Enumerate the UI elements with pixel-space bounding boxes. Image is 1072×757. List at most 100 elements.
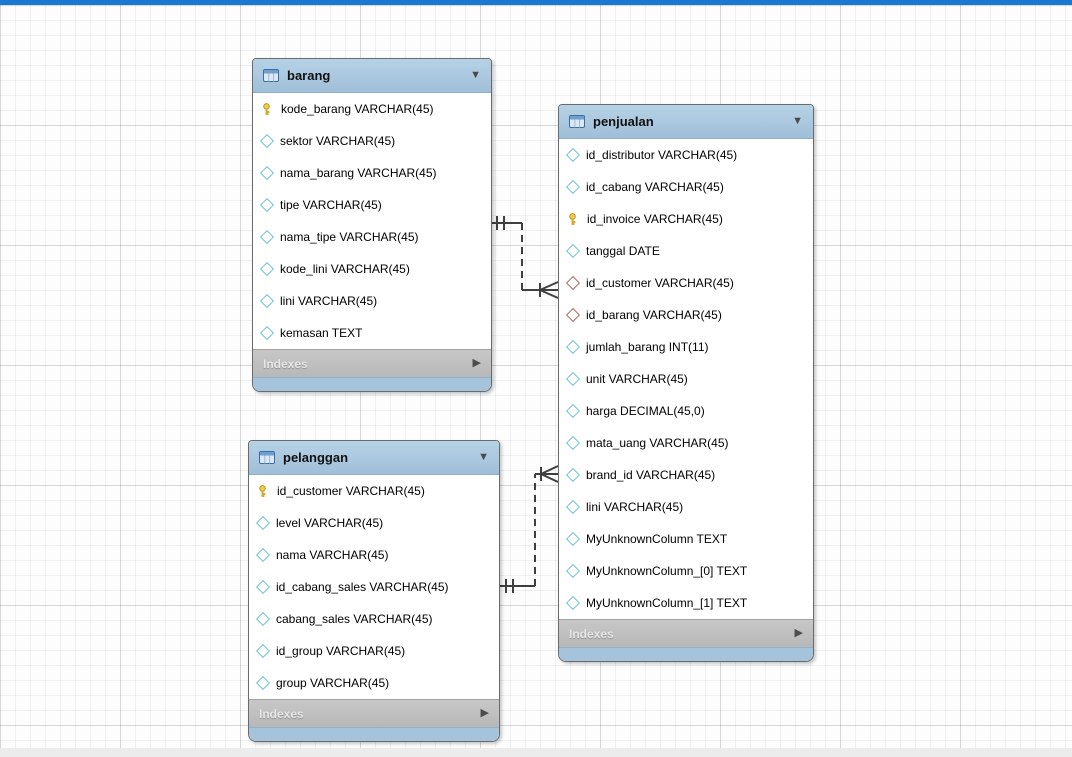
column-row-lini[interactable]: lini VARCHAR(45) — [253, 285, 491, 317]
table-header[interactable]: barang ▼ — [253, 59, 491, 93]
indexes-label: Indexes — [569, 626, 614, 641]
column-row-mata_uang[interactable]: mata_uang VARCHAR(45) — [559, 427, 813, 459]
indexes-row[interactable]: Indexes ▶ — [253, 349, 491, 377]
column-row-group[interactable]: group VARCHAR(45) — [249, 667, 499, 699]
column-row-MyUnknownColumn[interactable]: MyUnknownColumn TEXT — [559, 523, 813, 555]
column-row-MyUnknownColumn_[0][interactable]: MyUnknownColumn_[0] TEXT — [559, 555, 813, 587]
table-barang[interactable]: barang ▼ kode_barang VARCHAR(45) sektor V… — [252, 58, 492, 392]
column-label: tipe VARCHAR(45) — [280, 198, 382, 212]
column-icon — [565, 371, 581, 387]
crow-foot-icon — [539, 281, 559, 299]
column-list: kode_barang VARCHAR(45) sektor VARCHAR(45… — [253, 93, 491, 349]
column-label: nama_tipe VARCHAR(45) — [280, 230, 419, 244]
column-label: kode_barang VARCHAR(45) — [281, 102, 434, 116]
indexes-row[interactable]: Indexes ▶ — [249, 699, 499, 727]
table-icon — [263, 69, 279, 82]
column-list: id_customer VARCHAR(45) level VARCHAR(45)… — [249, 475, 499, 699]
column-label: id_distributor VARCHAR(45) — [586, 148, 738, 162]
expand-arrow-icon[interactable]: ▶ — [794, 627, 803, 639]
column-row-kemasan[interactable]: kemasan TEXT — [253, 317, 491, 349]
column-label: lini VARCHAR(45) — [586, 500, 684, 514]
primary-key-icon — [257, 484, 269, 498]
column-label: tanggal DATE — [586, 244, 660, 258]
relationship-pelanggan-penjualan[interactable] — [498, 465, 559, 593]
column-icon — [259, 261, 275, 277]
column-label: MyUnknownColumn_[1] TEXT — [586, 596, 748, 610]
column-icon — [255, 675, 271, 691]
column-row-kode_lini[interactable]: kode_lini VARCHAR(45) — [253, 253, 491, 285]
column-icon — [259, 133, 275, 149]
column-row-MyUnknownColumn_[1][interactable]: MyUnknownColumn_[1] TEXT — [559, 587, 813, 619]
column-icon — [565, 179, 581, 195]
column-icon — [565, 339, 581, 355]
column-row-kode_barang[interactable]: kode_barang VARCHAR(45) — [253, 93, 491, 125]
column-icon — [255, 515, 271, 531]
crow-foot-icon — [540, 465, 559, 483]
column-row-id_cabang_sales[interactable]: id_cabang_sales VARCHAR(45) — [249, 571, 499, 603]
column-label: id_cabang VARCHAR(45) — [586, 180, 724, 194]
relationship-barang-penjualan[interactable] — [490, 216, 559, 299]
column-label: mata_uang VARCHAR(45) — [586, 436, 729, 450]
column-row-brand_id[interactable]: brand_id VARCHAR(45) — [559, 459, 813, 491]
column-row-harga[interactable]: harga DECIMAL(45,0) — [559, 395, 813, 427]
column-row-id_customer[interactable]: id_customer VARCHAR(45) — [249, 475, 499, 507]
table-title: barang — [287, 68, 331, 83]
column-label: id_invoice VARCHAR(45) — [587, 212, 723, 226]
chevron-down-icon[interactable]: ▼ — [470, 69, 481, 81]
foreign-key-icon — [565, 275, 581, 291]
chevron-down-icon[interactable]: ▼ — [792, 115, 803, 127]
column-row-id_invoice[interactable]: id_invoice VARCHAR(45) — [559, 203, 813, 235]
column-row-lini[interactable]: lini VARCHAR(45) — [559, 491, 813, 523]
column-icon — [259, 229, 275, 245]
column-label: lini VARCHAR(45) — [280, 294, 378, 308]
column-label: MyUnknownColumn TEXT — [586, 532, 728, 546]
column-label: kemasan TEXT — [280, 326, 363, 340]
expand-arrow-icon[interactable]: ▶ — [480, 707, 489, 719]
column-icon — [255, 579, 271, 595]
column-label: sektor VARCHAR(45) — [280, 134, 396, 148]
column-row-tanggal[interactable]: tanggal DATE — [559, 235, 813, 267]
chevron-down-icon[interactable]: ▼ — [478, 451, 489, 463]
column-icon — [259, 197, 275, 213]
expand-arrow-icon[interactable]: ▶ — [472, 357, 481, 369]
indexes-label: Indexes — [259, 706, 304, 721]
column-row-tipe[interactable]: tipe VARCHAR(45) — [253, 189, 491, 221]
column-row-nama_barang[interactable]: nama_barang VARCHAR(45) — [253, 157, 491, 189]
table-title: pelanggan — [283, 450, 349, 465]
column-label: kode_lini VARCHAR(45) — [280, 262, 410, 276]
table-header[interactable]: penjualan ▼ — [559, 105, 813, 139]
table-title: penjualan — [593, 114, 654, 129]
column-row-unit[interactable]: unit VARCHAR(45) — [559, 363, 813, 395]
column-label: brand_id VARCHAR(45) — [586, 468, 716, 482]
column-icon — [565, 499, 581, 515]
column-icon — [565, 595, 581, 611]
table-pelanggan[interactable]: pelanggan ▼ id_customer VARCHAR(45) level… — [248, 440, 500, 742]
column-icon — [255, 547, 271, 563]
table-penjualan[interactable]: penjualan ▼ id_distributor VARCHAR(45) id… — [558, 104, 814, 662]
column-row-cabang_sales[interactable]: cabang_sales VARCHAR(45) — [249, 603, 499, 635]
column-icon — [565, 147, 581, 163]
table-footer-bar — [249, 727, 499, 741]
column-icon — [259, 165, 275, 181]
column-label: id_customer VARCHAR(45) — [277, 484, 425, 498]
column-icon — [565, 563, 581, 579]
column-row-nama[interactable]: nama VARCHAR(45) — [249, 539, 499, 571]
column-row-jumlah_barang[interactable]: jumlah_barang INT(11) — [559, 331, 813, 363]
column-row-id_group[interactable]: id_group VARCHAR(45) — [249, 635, 499, 667]
column-row-id_cabang[interactable]: id_cabang VARCHAR(45) — [559, 171, 813, 203]
canvas-bottom-strip — [0, 748, 1072, 757]
column-row-sektor[interactable]: sektor VARCHAR(45) — [253, 125, 491, 157]
indexes-row[interactable]: Indexes ▶ — [559, 619, 813, 647]
column-row-id_barang[interactable]: id_barang VARCHAR(45) — [559, 299, 813, 331]
primary-key-icon — [567, 212, 579, 226]
table-icon — [259, 451, 275, 464]
column-row-id_customer[interactable]: id_customer VARCHAR(45) — [559, 267, 813, 299]
column-row-level[interactable]: level VARCHAR(45) — [249, 507, 499, 539]
table-header[interactable]: pelanggan ▼ — [249, 441, 499, 475]
column-row-id_distributor[interactable]: id_distributor VARCHAR(45) — [559, 139, 813, 171]
column-label: group VARCHAR(45) — [276, 676, 390, 690]
table-icon — [569, 115, 585, 128]
column-row-nama_tipe[interactable]: nama_tipe VARCHAR(45) — [253, 221, 491, 253]
